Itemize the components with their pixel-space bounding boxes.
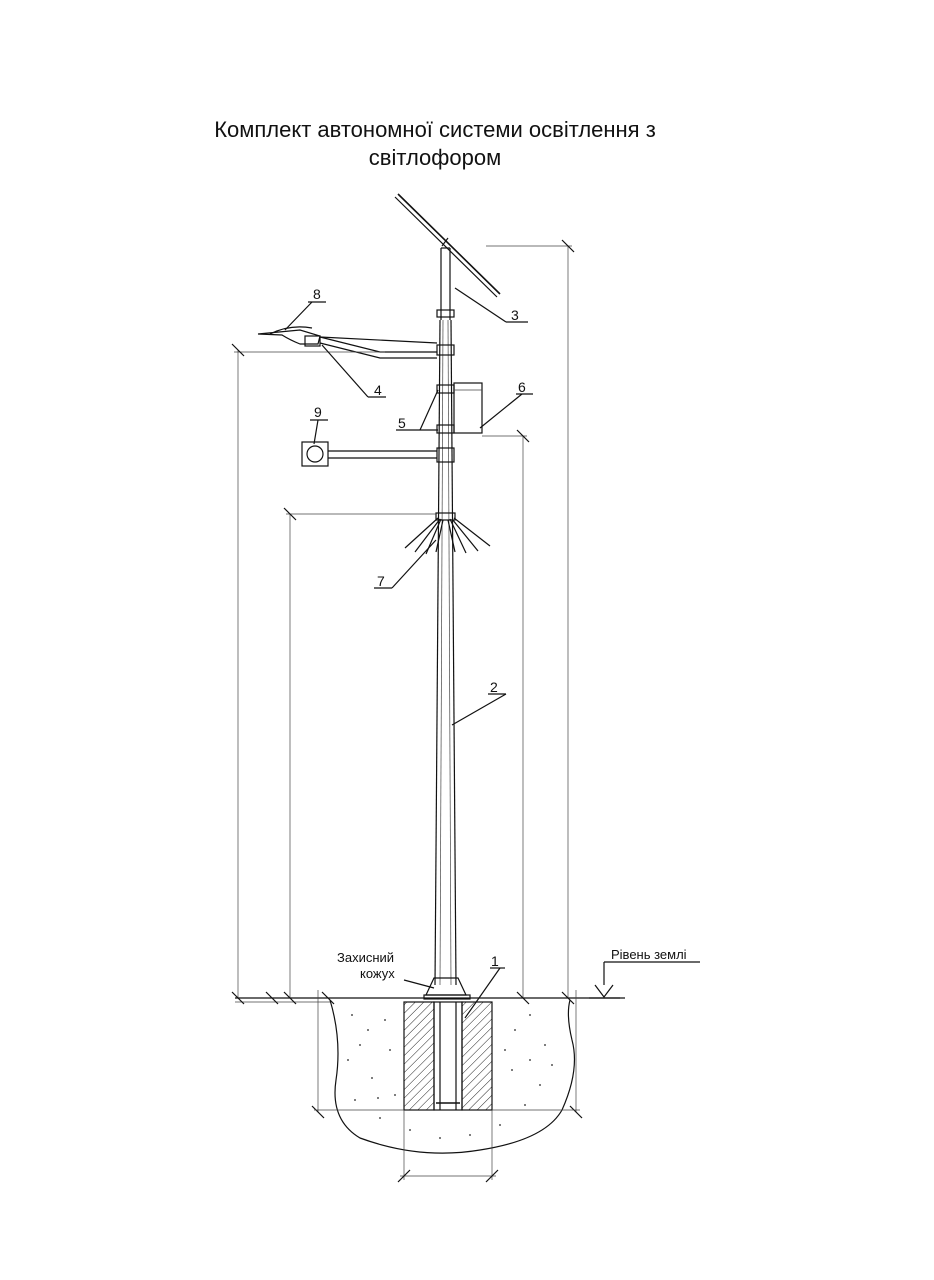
callout-8: 8 bbox=[313, 286, 321, 302]
solar-panel bbox=[394, 193, 501, 298]
callout-3: 3 bbox=[511, 307, 519, 323]
title-line-1: Комплект автономної системи освітлення з bbox=[214, 117, 656, 142]
pole-top bbox=[440, 247, 451, 320]
title-line-2: світлофором bbox=[368, 145, 502, 170]
callout-2: 2 bbox=[490, 679, 498, 695]
foundation-pit bbox=[329, 999, 576, 1154]
drawing-title: Комплект автономної системи освітлення з… bbox=[100, 116, 770, 172]
protective-cover bbox=[423, 977, 471, 1000]
callout-4: 4 bbox=[374, 382, 382, 398]
foundation-block bbox=[403, 1001, 493, 1111]
luminaire bbox=[257, 326, 321, 347]
dimension-lines bbox=[231, 239, 700, 1183]
leader-lines bbox=[284, 287, 533, 1019]
callout-7: 7 bbox=[377, 573, 385, 589]
soil-texture bbox=[347, 1014, 553, 1139]
grounding-rods bbox=[404, 517, 491, 555]
callout-5: 5 bbox=[398, 415, 406, 431]
callout-9: 9 bbox=[314, 404, 322, 420]
control-box bbox=[453, 382, 483, 434]
ground-level-label: Рівень землі bbox=[611, 947, 687, 962]
callout-6: 6 bbox=[518, 379, 526, 395]
cover-label-line-2: кожух bbox=[360, 966, 395, 981]
traffic-light bbox=[301, 441, 437, 467]
lamp-arm bbox=[319, 336, 438, 359]
main-pole bbox=[434, 309, 457, 986]
ground-line bbox=[235, 997, 620, 1003]
cover-label-line-1: Захисний bbox=[337, 950, 394, 965]
callout-1: 1 bbox=[491, 953, 499, 969]
